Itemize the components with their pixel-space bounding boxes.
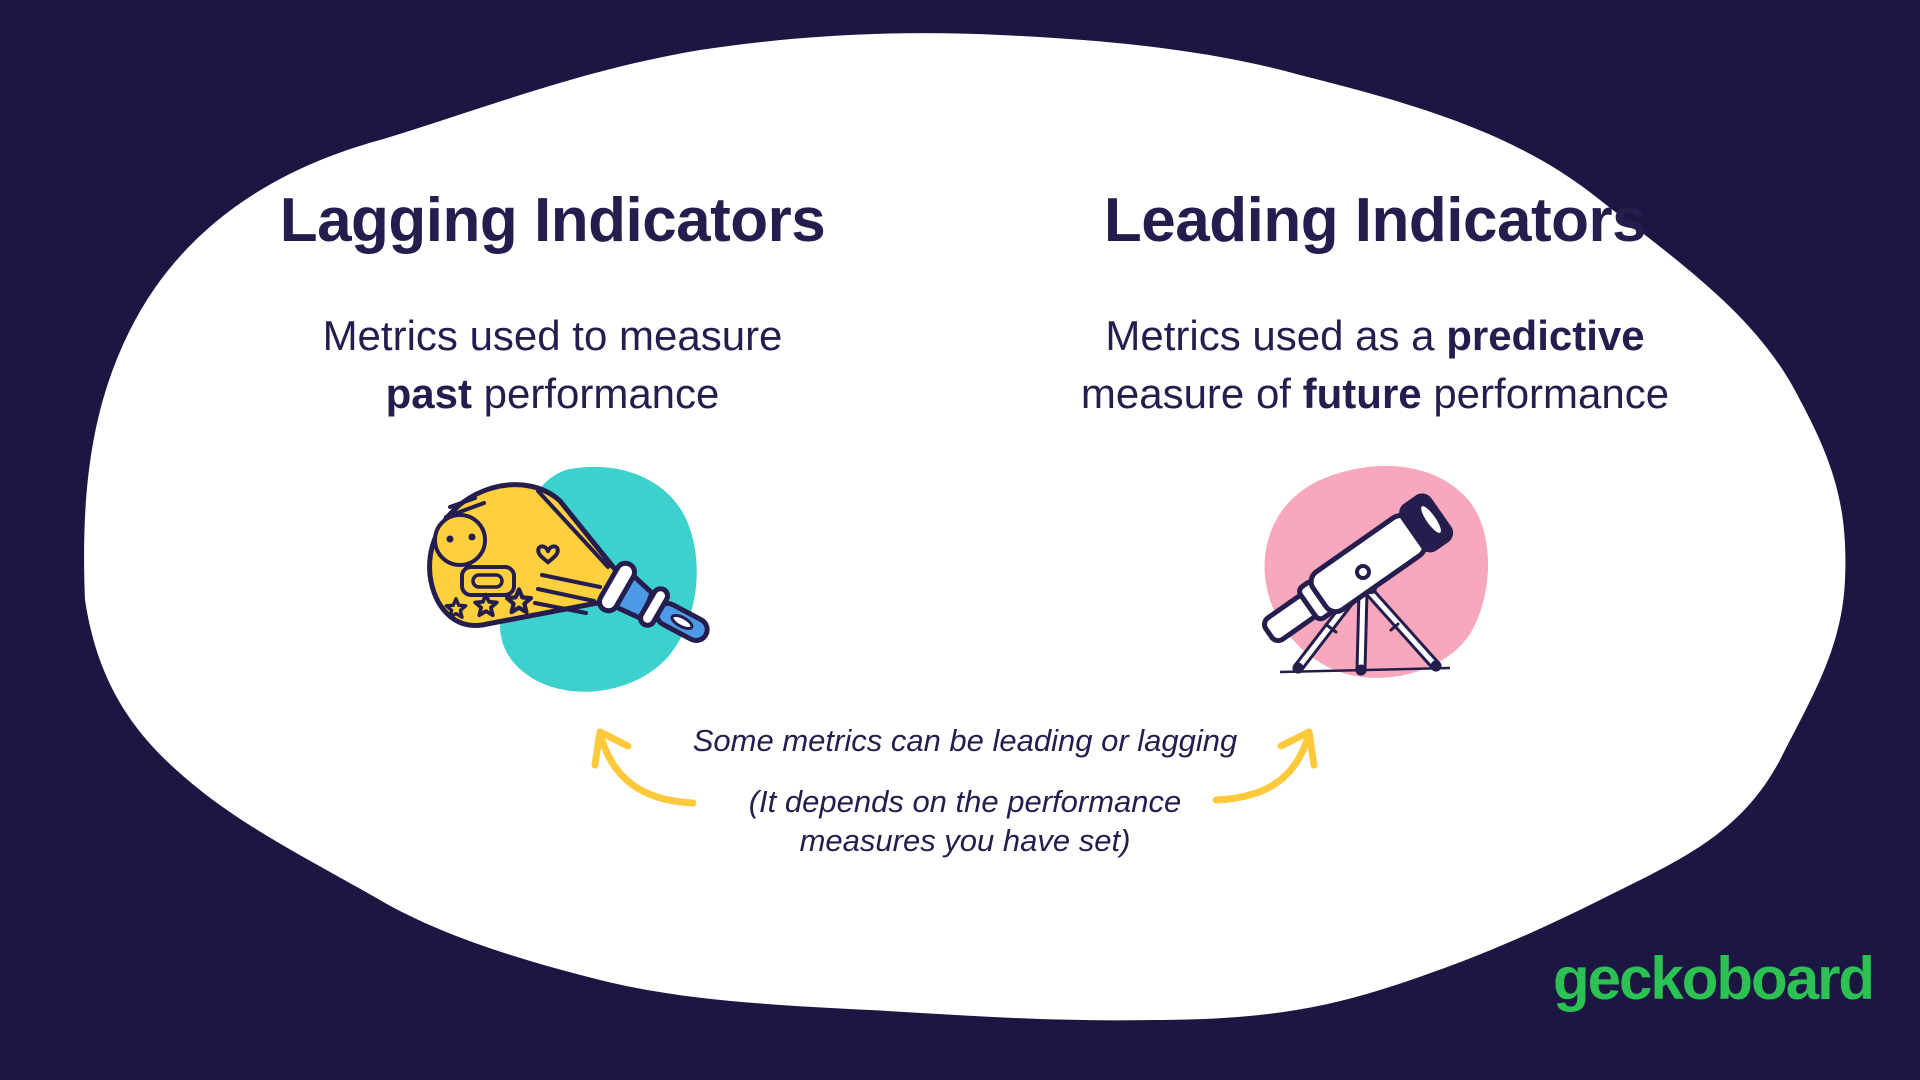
note-line2-text: (It depends on the performance (748, 783, 1182, 819)
curved-arrow-right-icon (1212, 728, 1318, 804)
note-line1: Some metrics can be leading or lagging (692, 723, 1238, 758)
lagging-subtitle-bold: past (385, 369, 472, 417)
lagging-subtitle-line1: Metrics used to measure (322, 312, 783, 359)
leading-subtitle-bold1: predictive (1446, 312, 1645, 359)
curved-arrow-left-icon (591, 728, 697, 807)
center-note: Some metrics can be leading or lagging (… (655, 722, 1275, 860)
leading-subtitle-line2-end: performance (1421, 369, 1670, 417)
lagging-subtitle: Metrics used to measure past performance (225, 307, 880, 423)
lagging-subtitle-end: performance (471, 369, 720, 417)
geckoboard-logo: geckoboard (1553, 945, 1875, 1012)
note-line2: (It depends on the performance measures … (655, 783, 1275, 861)
lagging-panel: Lagging Indicators Metrics used to measu… (225, 190, 880, 423)
note-line3-text: measures you have set) (799, 822, 1131, 858)
leading-panel: Leading Indicators Metrics used as a pre… (1045, 190, 1705, 423)
leading-subtitle: Metrics used as a predictive measure of … (1045, 307, 1705, 423)
leading-title: Leading Indicators (1103, 186, 1647, 255)
leading-subtitle-line2: measure of (1080, 369, 1303, 417)
leading-subtitle-start: Metrics used as a (1105, 312, 1447, 359)
leading-subtitle-bold2: future (1302, 369, 1422, 417)
lagging-title: Lagging Indicators (279, 186, 826, 255)
megaphone-icon (427, 466, 710, 692)
telescope-icon (1262, 465, 1489, 678)
